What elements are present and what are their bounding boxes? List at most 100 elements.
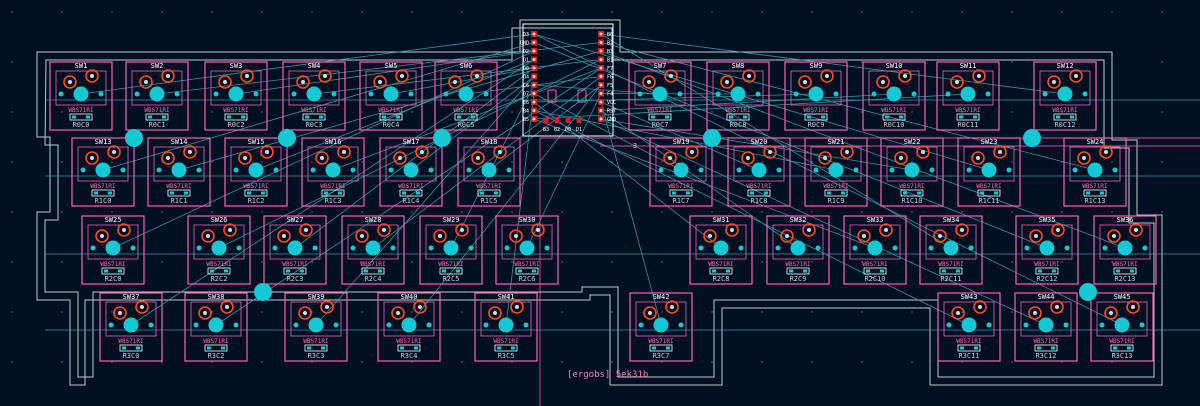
diode-pad (880, 269, 884, 273)
diode-outline (1034, 344, 1058, 352)
socket-outline (790, 70, 842, 106)
mcu-pin-label: D0 (523, 66, 529, 72)
switch-frame (628, 61, 692, 131)
diode-pad (1100, 191, 1104, 195)
switch-ref: SW2 (151, 62, 164, 70)
diode-pad (241, 115, 245, 119)
pad-right (135, 300, 149, 314)
center-hole (498, 317, 514, 333)
diode-pad (866, 269, 870, 273)
diode-silk: WBS71RI (223, 107, 249, 114)
net-label: R2C4 (365, 275, 382, 283)
mcu-pin-label: D0 (565, 127, 571, 133)
diode-silk: WBS71RI (746, 183, 772, 190)
diode-silk: WBS71RI (1052, 107, 1078, 114)
diode-pad (104, 269, 108, 273)
mcu-pin-label: F6 (607, 75, 613, 81)
net-label: R1C13 (1084, 197, 1105, 205)
center-hole (105, 240, 121, 256)
socket-outline (440, 70, 492, 106)
pad-left (741, 151, 755, 165)
trace (533, 33, 1123, 326)
side-hole (793, 91, 799, 97)
pad-drill (956, 311, 960, 315)
diode-pad (382, 115, 386, 119)
side-hole (1064, 245, 1070, 251)
trace (505, 93, 535, 326)
trace (600, 33, 1066, 95)
diode-pad (207, 346, 211, 350)
net-label: R2C10 (864, 275, 885, 283)
center-hole (673, 162, 689, 178)
diode-pad (247, 191, 251, 195)
net-label: R0C3 (306, 121, 323, 129)
switch-frame (689, 215, 753, 285)
switch-frame (147, 137, 211, 207)
switch-ref: SW37 (123, 293, 140, 301)
side-hole (852, 245, 858, 251)
pad-right (299, 223, 313, 237)
pad-drill (245, 74, 249, 78)
socket-outline (868, 70, 920, 106)
diode-silk: WBS71RI (955, 107, 981, 114)
center-hole (123, 317, 139, 333)
side-hole (755, 91, 761, 97)
center-hole (886, 86, 902, 102)
switch-ref: SW17 (403, 138, 420, 146)
pad-right (85, 69, 99, 83)
pad-drill (976, 156, 980, 160)
diode-outline (515, 267, 539, 275)
switch-frame (457, 137, 521, 207)
trace (600, 110, 799, 249)
pad-right (664, 69, 678, 83)
diode-pad (338, 191, 342, 195)
side-hole (236, 245, 242, 251)
diode-pad (764, 191, 768, 195)
